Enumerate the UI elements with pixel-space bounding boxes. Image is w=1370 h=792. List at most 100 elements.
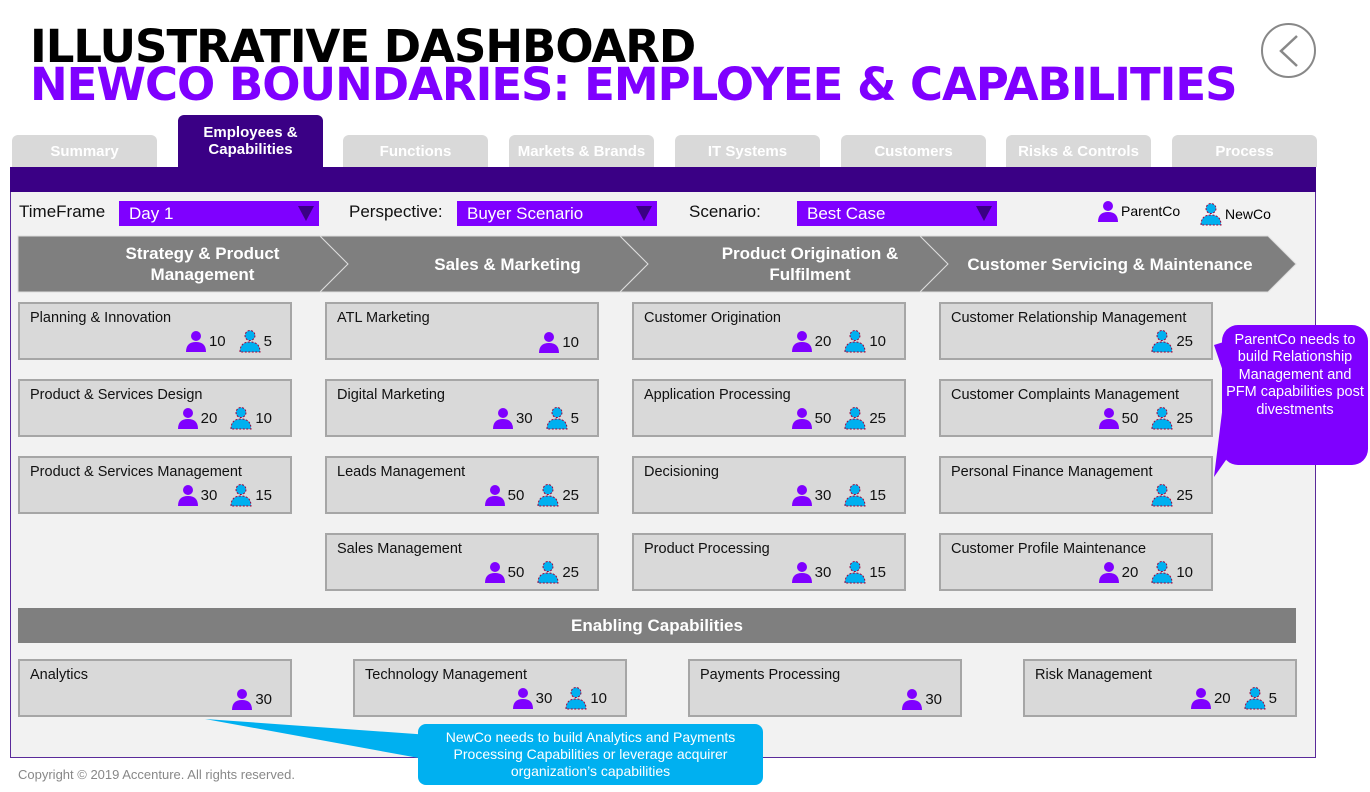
newco-count-value: 25 bbox=[1176, 486, 1193, 504]
newco-count: 10 bbox=[843, 329, 886, 353]
tab-1[interactable]: Employees & Capabilities bbox=[178, 115, 323, 167]
value-chain-chevrons bbox=[17, 235, 1297, 293]
tab-bar bbox=[10, 167, 1316, 192]
tab-3[interactable]: Markets & Brands bbox=[509, 135, 654, 167]
parentco-count: 50 bbox=[484, 561, 525, 583]
parentco-person-icon bbox=[791, 562, 812, 583]
newco-person-icon bbox=[1151, 407, 1173, 430]
newco-count: 5 bbox=[545, 406, 579, 430]
tab-4[interactable]: IT Systems bbox=[675, 135, 820, 167]
newco-count-value: 5 bbox=[263, 332, 272, 350]
stage-label: Product Origination & Fulfilment bbox=[721, 244, 899, 284]
parentco-person-icon bbox=[791, 331, 812, 352]
perspective-select[interactable]: Buyer Scenario bbox=[457, 201, 657, 226]
tab-6[interactable]: Risks & Controls bbox=[1006, 135, 1151, 167]
newco-person-icon bbox=[537, 561, 559, 584]
newco-person-icon bbox=[1151, 561, 1173, 584]
parentco-count: 20 bbox=[1098, 561, 1138, 583]
parentco-person-icon bbox=[177, 408, 198, 429]
newco-count: 5 bbox=[238, 329, 272, 353]
newco-person-icon bbox=[844, 561, 866, 584]
parentco-count: 50 bbox=[791, 407, 831, 429]
parentco-person-icon bbox=[1098, 562, 1119, 583]
capability-name: Customer Relationship Management bbox=[951, 310, 1187, 326]
newco-person-icon bbox=[546, 407, 568, 430]
capability-name: Product & Services Design bbox=[30, 387, 203, 403]
parentco-person-icon bbox=[484, 562, 505, 583]
parentco-count-value: 50 bbox=[507, 486, 525, 504]
parentco-person-icon bbox=[791, 485, 812, 506]
parentco-person-icon bbox=[791, 408, 812, 429]
timeframe-select[interactable]: Day 1 bbox=[119, 201, 319, 226]
capability-name: Technology Management bbox=[365, 667, 528, 683]
scenario-label: Scenario: bbox=[689, 202, 761, 221]
legend-newco: NewCo bbox=[1199, 202, 1271, 226]
dropdown-arrow-icon bbox=[976, 206, 992, 221]
parentco-person-icon bbox=[1098, 408, 1119, 429]
capability-card[interactable]: Customer Relationship Management 25 bbox=[939, 302, 1213, 360]
newco-person-icon bbox=[1151, 330, 1173, 353]
tab-0[interactable]: Summary bbox=[12, 135, 157, 167]
parentco-person-icon bbox=[902, 689, 923, 710]
newco-count-value: 10 bbox=[590, 689, 607, 707]
capability-name: Customer Origination bbox=[644, 310, 781, 326]
stage-label: Customer Servicing & Maintenance bbox=[967, 254, 1253, 274]
dropdown-arrow-icon bbox=[298, 206, 314, 221]
newco-count-value: 10 bbox=[255, 409, 272, 427]
parentco-count-value: 10 bbox=[562, 333, 579, 351]
enabling-capabilities-header: Enabling Capabilities bbox=[18, 608, 1296, 643]
capability-name: Customer Complaints Management bbox=[951, 387, 1180, 403]
capability-card[interactable]: Analytics 30 bbox=[18, 659, 292, 717]
newco-person-icon bbox=[565, 687, 587, 710]
parentco-count: 30 bbox=[791, 484, 831, 506]
capability-name: Risk Management bbox=[1035, 667, 1152, 683]
newco-count: 10 bbox=[229, 406, 272, 430]
back-button[interactable] bbox=[1261, 23, 1316, 78]
headcount: 50 25 bbox=[484, 560, 579, 584]
tab-7[interactable]: Process bbox=[1172, 135, 1317, 167]
tab-2[interactable]: Functions bbox=[343, 135, 488, 167]
parentco-count-value: 50 bbox=[507, 563, 525, 581]
perspective-label: Perspective: bbox=[349, 202, 443, 221]
capability-name: Analytics bbox=[30, 667, 89, 683]
headcount: 25 bbox=[1150, 483, 1193, 507]
newco-count: 25 bbox=[1150, 329, 1193, 353]
scenario-select[interactable]: Best Case bbox=[797, 201, 997, 226]
newco-person-icon bbox=[844, 407, 866, 430]
parentco-count-value: 30 bbox=[814, 563, 832, 581]
newco-person-icon bbox=[1244, 687, 1266, 710]
parentco-count: 50 bbox=[484, 484, 525, 506]
tab-5[interactable]: Customers bbox=[841, 135, 986, 167]
newco-person-icon bbox=[239, 330, 261, 353]
headcount: 30 bbox=[231, 688, 272, 710]
chevron-stage-4 bbox=[918, 235, 1297, 293]
parentco-count: 30 bbox=[231, 688, 272, 710]
newco-count-value: 25 bbox=[562, 563, 579, 581]
capability-name: Application Processing bbox=[644, 387, 791, 403]
newco-count: 5 bbox=[1243, 686, 1277, 710]
parentco-person-icon bbox=[492, 408, 513, 429]
